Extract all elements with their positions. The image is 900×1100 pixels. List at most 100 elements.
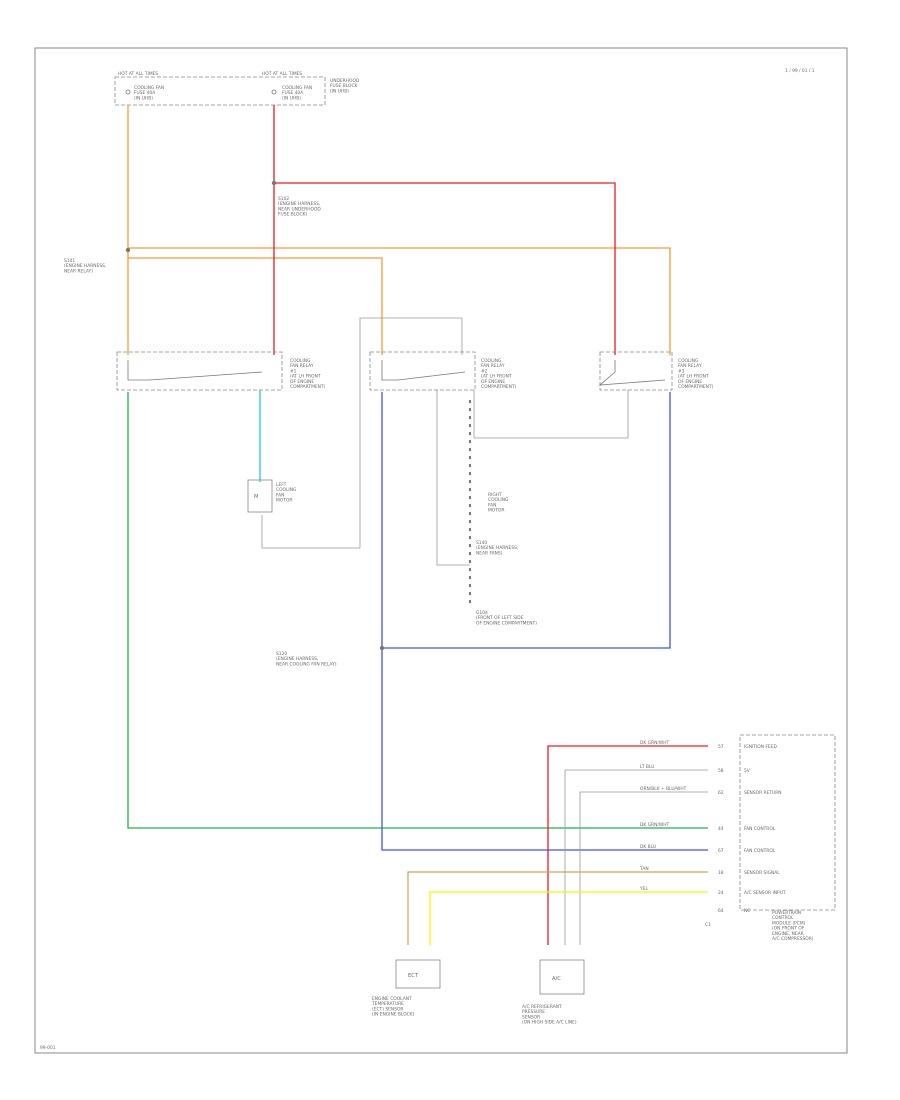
pcm-box (739, 734, 836, 911)
label-line: POWERTRAIN (772, 910, 801, 916)
label-line: COMPARTMENT) (290, 384, 326, 390)
label-line: LEFT (276, 482, 287, 488)
fuse-header-left: HOT AT ALL TIMES (118, 71, 158, 77)
splice-orange-label: S101(ENGINE HARNESS,NEAR RELAY) (64, 258, 106, 274)
label-line: (ENGINE HARNESS, (276, 656, 318, 662)
splice-red-dot (271, 180, 277, 186)
pcm-pin-label: IGNITION FEED (744, 744, 777, 750)
pcm-pin-label: 5V (744, 768, 750, 774)
wires (127, 105, 708, 945)
pcm-pin-label: FAN CONTROL (744, 848, 776, 854)
fuse-header-right: HOT AT ALL TIMES (262, 71, 302, 77)
label-line: MODULE (PCM) (772, 920, 806, 926)
label-line: COOLING FAN (282, 85, 312, 91)
label-line: (FRONT OF LEFT SIDE (476, 615, 524, 621)
wire-green-fan-control (127, 392, 708, 829)
label-line: (IN UHB) (330, 88, 349, 94)
label-line: S140 (476, 540, 487, 546)
wire-gray-5v (564, 769, 708, 945)
pcm-pin-label: NC (744, 908, 750, 914)
pcm-pin-number: 57 (718, 744, 724, 750)
left-fan-box (247, 479, 273, 513)
pcm-pin-number: 58 (718, 768, 724, 774)
relay-3-switch (598, 360, 666, 386)
label-line: (AT LH FRONT (290, 374, 321, 380)
label-line: (IN UHB) (282, 95, 301, 101)
label-line: #1 (290, 368, 297, 374)
label-line: ENGINE COOLANT (372, 996, 412, 1002)
wire-orange-branch-relay2 (128, 257, 383, 355)
label-line: S101 (64, 258, 75, 264)
label-line: NEAR RELAY) (64, 268, 93, 274)
label-line: FUSE 40A (282, 90, 303, 96)
wire-gray-sensor-return (579, 791, 708, 945)
wire-gray-left-fan-return (261, 317, 463, 549)
pcm-wire-color: TAN (639, 866, 649, 872)
pcm-pin-label: SENSOR SIGNAL (744, 870, 780, 876)
wire-red-branch (274, 182, 616, 355)
label-line: MOTOR (488, 508, 504, 514)
label-line: (AT LH FRONT (481, 374, 512, 380)
label-line: A/C COMPRESSOR) (772, 936, 814, 942)
pcm-pin-label: SENSOR RETURN (744, 790, 782, 796)
label-line: MOTOR (276, 498, 292, 504)
fuse-block-box (114, 76, 326, 106)
label-line: COOLING (481, 358, 502, 364)
label-line: (AT LH FRONT (678, 374, 709, 380)
pcm-pin-number: 18 (718, 870, 724, 876)
label-line: SENSOR (522, 1014, 540, 1020)
label-line: FAN RELAY (290, 363, 314, 369)
pcm-pin-label: A/C SENSOR INPUT (744, 890, 786, 896)
pcm-pin-number: 44 (718, 826, 724, 832)
wire-gray-relay2-relay3 (473, 390, 629, 439)
label-line: TEMPERATURE (371, 1001, 404, 1007)
diagram-id: 1 / 99 / 01 / 1 (785, 68, 815, 74)
relay-2-switch (381, 360, 466, 381)
wire-blue-fan-control (381, 392, 708, 851)
label-line: FUSE BLOCK) (278, 212, 307, 218)
label-line: (IN ENGINE BLOCK) (372, 1012, 415, 1018)
label-line: OF ENGINE (481, 379, 505, 385)
fuse-contact-right (271, 89, 277, 95)
relay-1-box (116, 351, 283, 391)
label-line: COMPARTMENT) (678, 384, 714, 390)
splice-orange-dot (125, 247, 131, 253)
ac-sensor-box-label: A/C (552, 976, 561, 982)
splice-blue-dot (379, 645, 385, 651)
wire-orange-branch-relay3 (128, 247, 671, 355)
label-line: NEAR FANS) (476, 550, 503, 556)
label-line: COOLING (276, 487, 297, 493)
label-line: OF ENGINE (678, 379, 702, 385)
label-line: PRESSURE (522, 1009, 545, 1015)
fuse-contact-left (125, 89, 131, 95)
label-line: FUSE BLOCK (330, 83, 358, 89)
relay-1-switch (127, 360, 263, 381)
pcm-wire-color: YEL (639, 886, 648, 892)
label-line: G104 (476, 610, 488, 616)
relay-3-box (599, 351, 673, 391)
label-line: COMPARTMENT) (481, 384, 517, 390)
pcm-wire-color: DK GRN/WHT (640, 740, 670, 746)
label-line: (ENGINE HARNESS, (278, 201, 320, 207)
relay-2-box (369, 351, 476, 391)
pcm-pin-number: 62 (718, 790, 724, 796)
label-line: FAN RELAY (678, 363, 702, 369)
